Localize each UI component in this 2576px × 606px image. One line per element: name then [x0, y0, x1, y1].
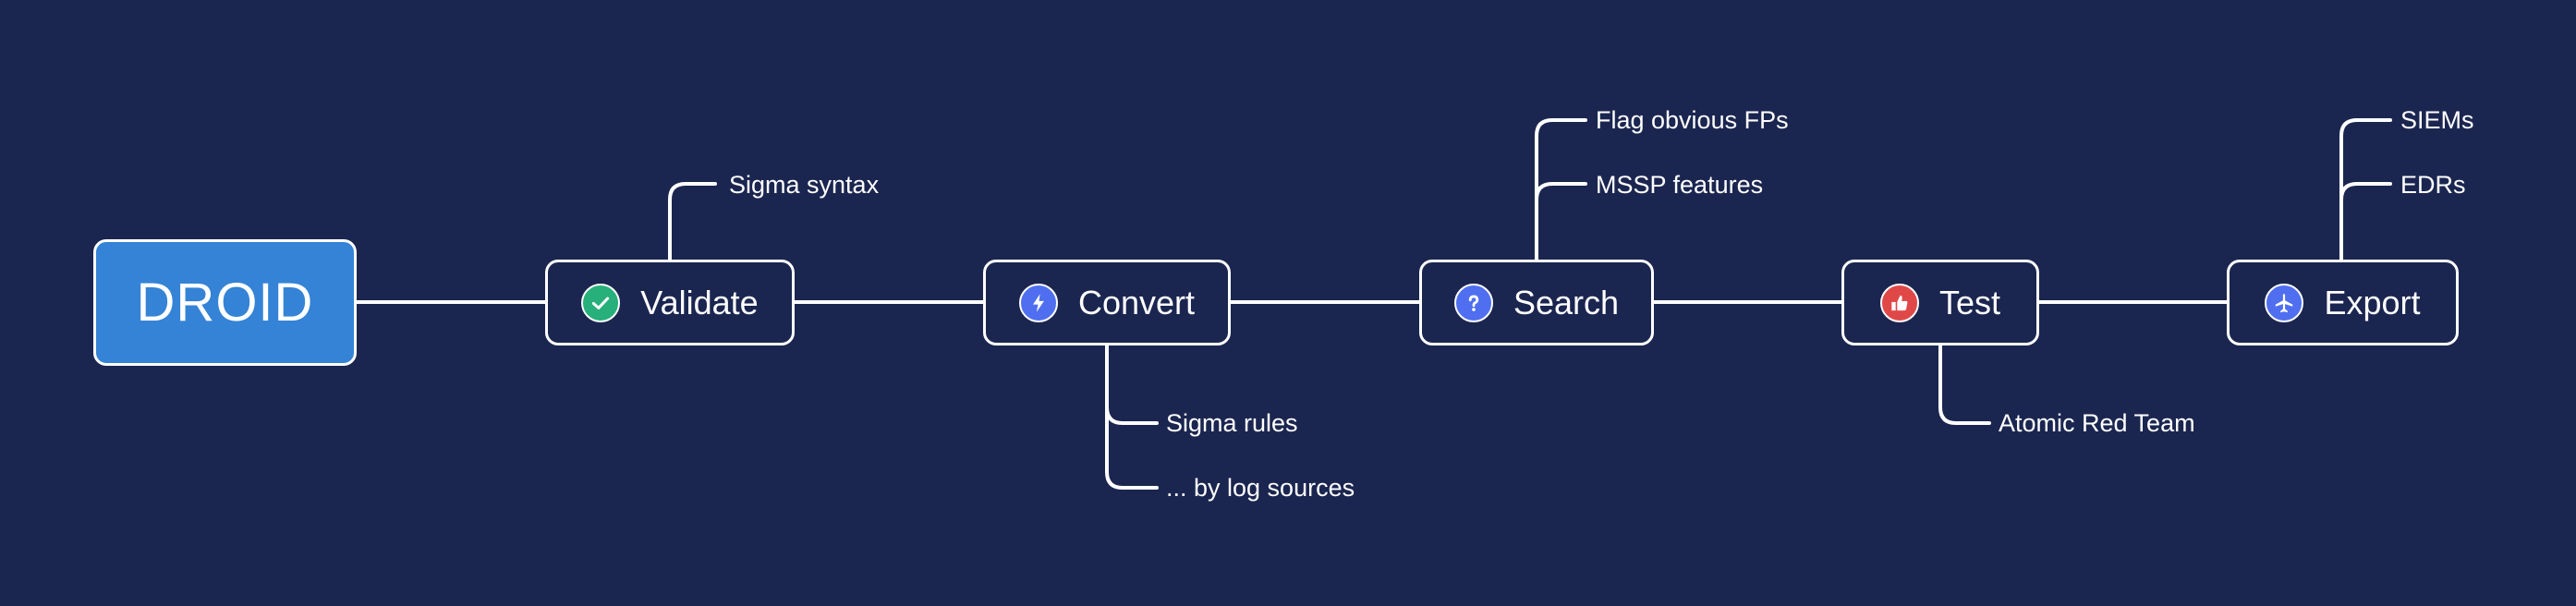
step-node-search[interactable]: Search	[1419, 260, 1654, 345]
step-label-export: Export	[2324, 283, 2421, 321]
question-icon	[1453, 283, 1493, 322]
step-node-convert[interactable]: Convert	[983, 260, 1231, 345]
connector-search-mssp	[1535, 182, 1587, 201]
leaf-log-sources: ... by log sources	[1166, 474, 1355, 502]
leaf-siems: SIEMs	[2400, 106, 2474, 134]
step-node-export[interactable]: Export	[2227, 260, 2459, 345]
step-label-search: Search	[1513, 283, 1620, 321]
connector-test-atomic	[1938, 344, 1991, 425]
leaf-sigma-rules: Sigma rules	[1166, 409, 1298, 437]
airplane-icon	[2265, 283, 2304, 322]
lightning-icon	[1018, 283, 1058, 322]
connector-export-siems	[2339, 118, 2392, 261]
leaf-atomic-red-team: Atomic Red Team	[1999, 409, 2195, 437]
check-circle-icon	[581, 283, 621, 322]
root-node[interactable]: DROID	[93, 239, 357, 366]
step-node-validate[interactable]: Validate	[545, 260, 795, 345]
step-label-validate: Validate	[640, 283, 759, 321]
leaf-flag-obvious-fps: Flag obvious FPs	[1596, 106, 1789, 134]
thumbs-up-icon	[1879, 283, 1919, 322]
leaf-mssp-features: MSSP features	[1596, 171, 1764, 199]
connector-convert-sigma-rules	[1105, 344, 1159, 425]
connector-export-edrs	[2339, 182, 2392, 201]
leaf-sigma-syntax: Sigma syntax	[729, 171, 880, 199]
connector-convert-log-sources	[1105, 406, 1159, 490]
connector-validate-sigma-syntax	[668, 182, 717, 261]
step-node-test[interactable]: Test	[1841, 260, 2039, 345]
root-label: DROID	[136, 273, 314, 333]
step-label-convert: Convert	[1077, 283, 1196, 321]
step-label-test: Test	[1938, 283, 2001, 321]
connector-search-flag-fps	[1535, 118, 1587, 261]
leaf-edrs: EDRs	[2400, 171, 2466, 199]
